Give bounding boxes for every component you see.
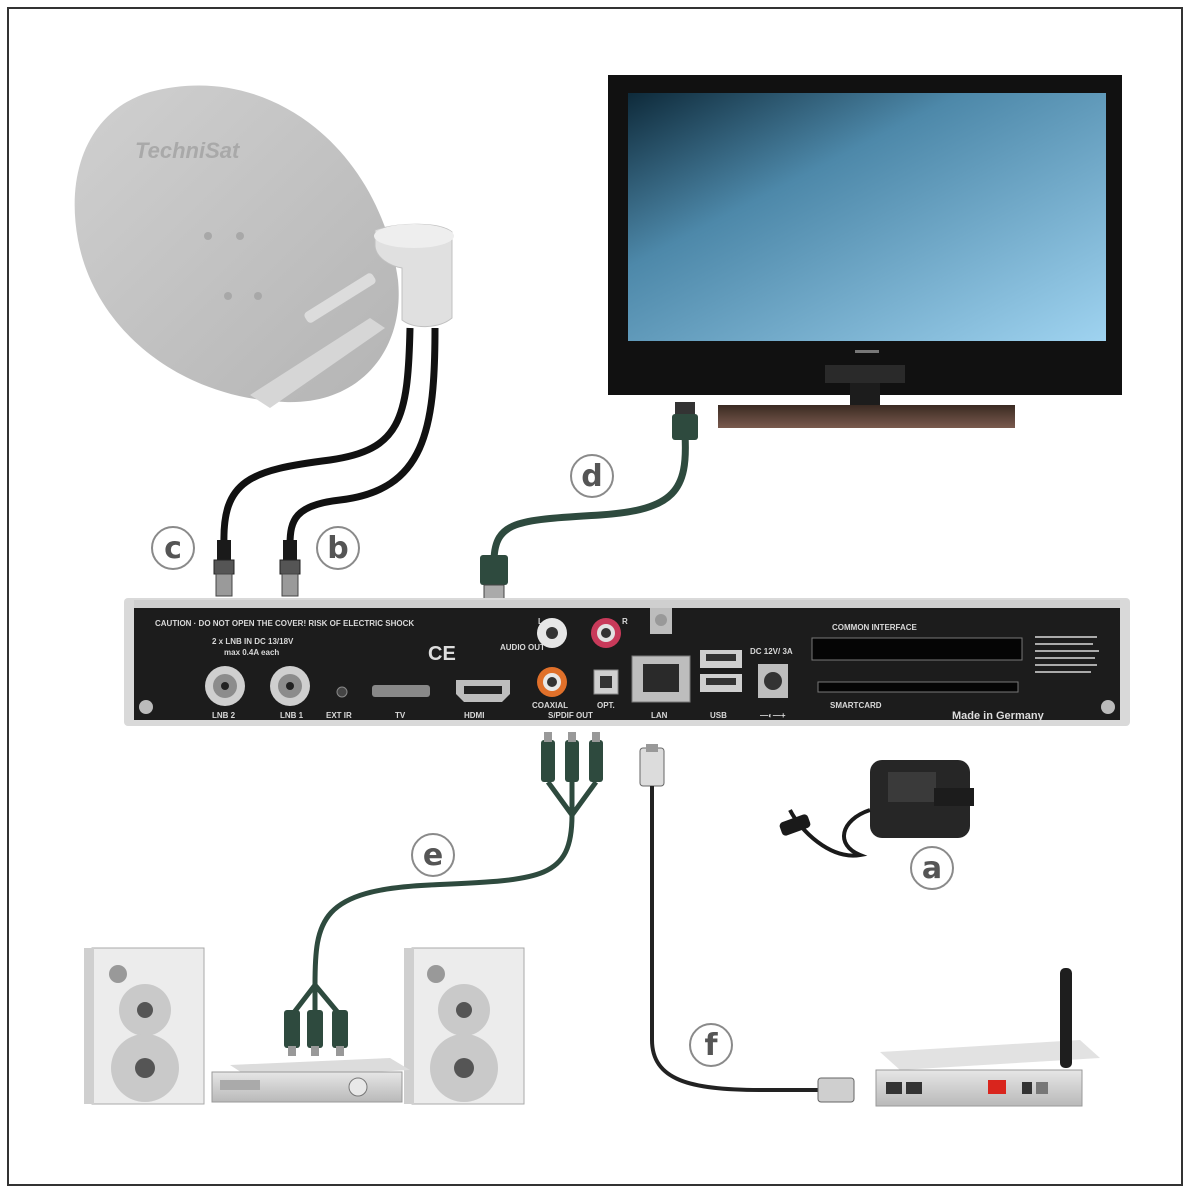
stereo-amplifier	[211, 1058, 410, 1103]
svg-text:a: a	[922, 851, 942, 886]
audio-out-right-jack	[591, 618, 621, 648]
cable-f	[650, 786, 820, 1092]
speaker-left	[84, 947, 205, 1105]
speaker-right	[404, 947, 525, 1105]
lnb-rating-label: 2 x LNB IN DC 13/18V	[212, 637, 294, 646]
tv-port	[372, 685, 430, 697]
svg-text:c: c	[164, 531, 182, 566]
television	[608, 75, 1122, 428]
router-antenna	[1060, 968, 1072, 1068]
svg-text:f: f	[704, 1028, 718, 1063]
lan-label: LAN	[651, 711, 668, 720]
tv-label: TV	[395, 711, 406, 720]
audio-l-label: L	[538, 617, 543, 626]
common-interface-label: COMMON INTERFACE	[832, 623, 918, 632]
lnb-unit	[374, 223, 454, 327]
dc-in-label: DC 12V/ 3A	[750, 647, 793, 656]
lnb2-label: LNB 2	[212, 711, 236, 720]
smartcard-label: SMARTCARD	[830, 701, 882, 710]
cable-d	[490, 434, 689, 561]
svg-text:e: e	[423, 838, 443, 873]
callout-e: e	[411, 833, 455, 877]
made-in-label: Made in Germany	[952, 710, 1045, 722]
lan-plug-router	[817, 1077, 855, 1103]
safety-text-block	[1035, 636, 1099, 673]
spdif-label: S/PDIF OUT	[548, 711, 593, 720]
rca-plugs-receiver-side	[541, 732, 603, 782]
usb-label: USB	[710, 711, 727, 720]
caution-label: CAUTION · DO NOT OPEN THE COVER! RISK OF…	[155, 619, 414, 628]
lnb1-port	[270, 666, 310, 706]
dish-brand-logo: TechniSat	[135, 138, 241, 163]
callout-a: a	[910, 846, 954, 890]
lan-plug-receiver	[639, 744, 665, 787]
dish-bolt	[204, 232, 262, 300]
receiver-rear-panel: CAUTION · DO NOT OPEN THE COVER! RISK OF…	[124, 598, 1130, 726]
coaxial-label: COAXIAL	[532, 701, 568, 710]
hdmi-label: HDMI	[464, 711, 484, 720]
dc-polarity-symbol: —◐—+	[760, 711, 786, 720]
rca-plugs-stereo-side	[284, 1010, 348, 1056]
router	[875, 968, 1100, 1107]
hdmi-plug-tv	[672, 402, 698, 440]
svg-text:d: d	[581, 459, 602, 494]
ext-ir-label: EXT IR	[326, 711, 352, 720]
lnb1-label: LNB 1	[280, 711, 304, 720]
cable-c	[220, 327, 414, 546]
audio-r-label: R	[622, 617, 628, 626]
cable-b	[286, 327, 439, 546]
smartcard-slot	[817, 681, 1019, 693]
callout-f: f	[689, 1023, 733, 1067]
callout-d: d	[570, 454, 614, 498]
ext-ir-port	[336, 686, 348, 698]
f-connector-c	[213, 540, 235, 597]
svg-text:b: b	[327, 531, 348, 566]
cable-e	[312, 814, 575, 986]
audio-out-left-jack	[537, 618, 567, 648]
f-connector-b	[279, 540, 301, 597]
coaxial-jack	[537, 667, 567, 697]
satellite-dish: TechniSat	[74, 85, 399, 408]
opt-label: OPT.	[597, 701, 615, 710]
callout-b: b	[316, 526, 360, 570]
ce-mark: CE	[428, 643, 456, 665]
audio-out-label: AUDIO OUT	[500, 643, 545, 652]
lnb-rating-label-2: max 0.4A each	[224, 648, 279, 657]
power-adapter	[779, 760, 974, 858]
lnb2-port	[205, 666, 245, 706]
callout-c: c	[151, 526, 195, 570]
hdmi-plug-receiver	[480, 555, 508, 600]
common-interface-slot	[811, 637, 1023, 661]
